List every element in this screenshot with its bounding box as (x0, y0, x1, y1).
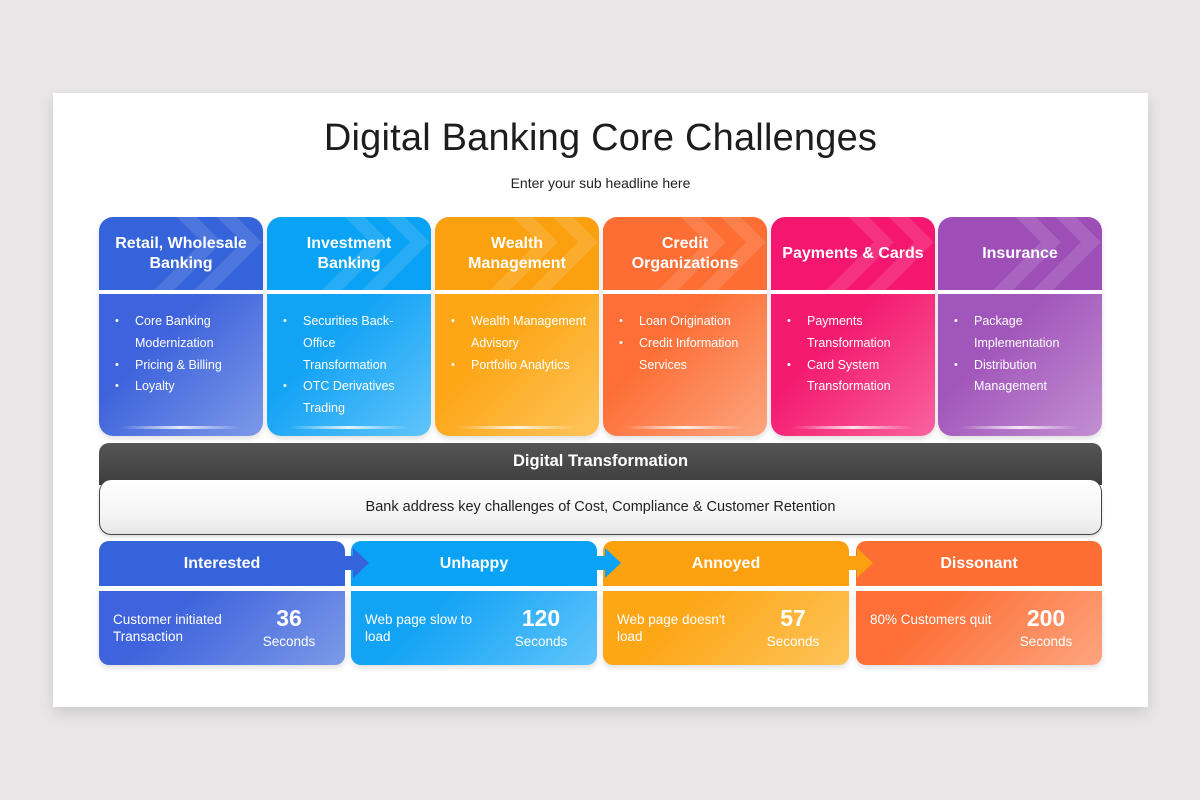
stage-value: 120 (521, 605, 561, 631)
card-list-item: Securities Back-Office Transformation (283, 311, 421, 376)
card-title: Wealth Management (468, 234, 566, 272)
digital-transformation-box: Bank address key challenges of Cost, Com… (99, 480, 1102, 535)
card-list-item: Distribution Management (954, 355, 1092, 399)
card-list: Wealth Management AdvisoryPortfolio Anal… (451, 311, 589, 376)
card-shine (960, 426, 1080, 429)
stage-annoyed: Annoyed Web page doesn't load 57 Seconds (603, 541, 873, 665)
card-divider (603, 290, 767, 294)
card-list: Loan OriginationCredit Information Servi… (619, 311, 757, 376)
card-list-item: OTC Derivatives Trading (283, 376, 421, 420)
card-divider (771, 290, 935, 294)
stage-unit: Seconds (1019, 634, 1073, 649)
card-shine (289, 426, 409, 429)
stage-title: Dissonant (940, 554, 1018, 572)
stage-header: Dissonant (856, 541, 1102, 586)
card-body: Package ImplementationDistribution Manag… (938, 294, 1102, 436)
card-body: Payments TransformationCard System Trans… (771, 294, 935, 436)
card-list: Securities Back-Office TransformationOTC… (283, 311, 421, 420)
card-body: Core Banking ModernizationPricing & Bill… (99, 294, 263, 436)
stage-unhappy: Unhappy Web page slow to load 120 Second… (351, 541, 621, 665)
card-title: Insurance (982, 244, 1058, 262)
category-card-credit: Credit Organizations Loan OriginationCre… (603, 217, 767, 436)
category-card-investment: Investment Banking Securities Back-Offic… (267, 217, 431, 436)
stage-description: Web page slow to load (365, 612, 473, 644)
arrow-right-icon (337, 548, 369, 578)
stage-description: Customer initiated Transaction (113, 612, 222, 644)
card-shine (457, 426, 577, 429)
card-title: Retail, Wholesale Banking (115, 234, 247, 272)
card-list-item: Package Implementation (954, 311, 1092, 355)
stage-unit: Seconds (262, 634, 316, 649)
card-list-item: Portfolio Analytics (451, 355, 589, 377)
digital-transformation-title: Digital Transformation (512, 452, 689, 470)
card-list-item: Loan Origination (619, 311, 757, 333)
stage-value: 200 (1026, 605, 1066, 631)
stage-title: Unhappy (439, 554, 509, 572)
card-body: Securities Back-Office TransformationOTC… (267, 294, 431, 436)
stage-unit: Seconds (514, 634, 568, 649)
stage-body: 80% Customers quit 200 Seconds (856, 591, 1102, 665)
card-divider (938, 290, 1102, 294)
card-title: Credit Organizations (631, 234, 739, 272)
card-header: Retail, Wholesale Banking (99, 217, 263, 290)
stage-value: 57 (780, 605, 806, 631)
stage-title: Annoyed (691, 554, 761, 572)
card-shine (793, 426, 913, 429)
card-header: Investment Banking (267, 217, 431, 290)
stage-description: Web page doesn't load (617, 612, 726, 644)
stage-unit: Seconds (766, 634, 820, 649)
card-list: Package ImplementationDistribution Manag… (954, 311, 1092, 398)
stage-header: Annoyed (603, 541, 849, 586)
card-list-item: Core Banking Modernization (115, 311, 253, 355)
stage-header: Unhappy (351, 541, 597, 586)
digital-transformation-header: Digital Transformation (99, 443, 1102, 485)
card-title: Investment Banking (306, 234, 392, 272)
stage-value: 36 (276, 605, 302, 631)
stage-header: Interested (99, 541, 345, 586)
card-title: Payments & Cards (782, 244, 924, 262)
page-title: Digital Banking Core Challenges (323, 117, 878, 159)
card-shine (121, 426, 241, 429)
card-body: Wealth Management AdvisoryPortfolio Anal… (435, 294, 599, 436)
card-list-item: Payments Transformation (787, 311, 925, 355)
slide: Digital Banking Core Challenges Enter yo… (53, 93, 1148, 707)
digital-transformation-text: Bank address key challenges of Cost, Com… (365, 499, 836, 515)
card-body: Loan OriginationCredit Information Servi… (603, 294, 767, 436)
card-list: Payments TransformationCard System Trans… (787, 311, 925, 398)
category-card-payments: Payments & Cards Payments Transformation… (771, 217, 935, 436)
card-list-item: Pricing & Billing (115, 355, 253, 377)
card-header: Credit Organizations (603, 217, 767, 290)
stage-body: Web page doesn't load 57 Seconds (603, 591, 849, 665)
card-list: Core Banking ModernizationPricing & Bill… (115, 311, 253, 398)
stage-description: 80% Customers quit (870, 612, 992, 627)
card-list-item: Wealth Management Advisory (451, 311, 589, 355)
card-divider (435, 290, 599, 294)
stage-interested: Interested Customer initiated Transactio… (99, 541, 369, 665)
card-divider (99, 290, 263, 294)
category-card-insurance: Insurance Package ImplementationDistribu… (938, 217, 1102, 436)
arrow-right-icon (589, 548, 621, 578)
stage-body: Customer initiated Transaction 36 Second… (99, 591, 345, 665)
stage-title: Interested (183, 554, 261, 572)
stage-dissonant: Dissonant 80% Customers quit 200 Seconds (856, 541, 1102, 665)
card-header: Insurance (938, 217, 1102, 290)
customer-stages: Interested Customer initiated Transactio… (99, 541, 1102, 665)
category-cards: Retail, Wholesale Banking Core Banking M… (99, 217, 1102, 436)
category-card-wealth: Wealth Management Wealth Management Advi… (435, 217, 599, 436)
category-card-retail: Retail, Wholesale Banking Core Banking M… (99, 217, 263, 436)
card-list-item: Loyalty (115, 376, 253, 398)
stage-body: Web page slow to load 120 Seconds (351, 591, 597, 665)
sub-headline: Enter your sub headline here (510, 175, 691, 191)
card-shine (625, 426, 745, 429)
card-header: Payments & Cards (771, 217, 935, 290)
card-divider (267, 290, 431, 294)
card-list-item: Card System Transformation (787, 355, 925, 399)
card-header: Wealth Management (435, 217, 599, 290)
card-list-item: Credit Information Services (619, 333, 757, 377)
arrow-right-icon (841, 548, 873, 578)
